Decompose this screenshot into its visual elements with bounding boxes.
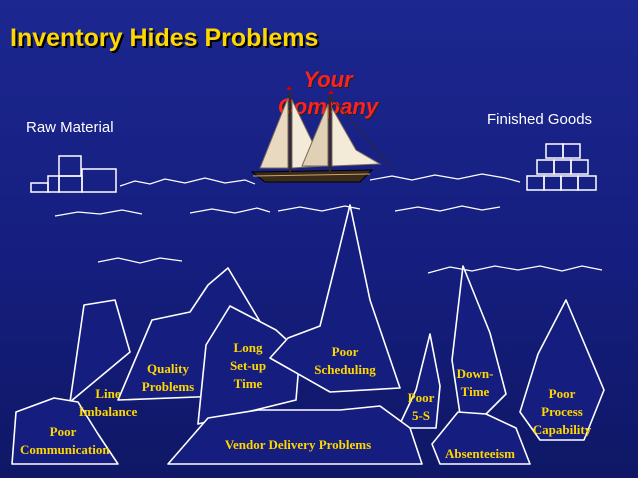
ship-icon (250, 86, 393, 183)
poor-scheduling-label: Poor Scheduling (306, 343, 384, 379)
poor-5s-line1: Poor (407, 390, 435, 405)
raw-box (30, 182, 49, 193)
wave-line (119, 177, 256, 187)
downtime-label: Down- Time (450, 365, 500, 401)
poor-5s-label: Poor 5-S (400, 389, 442, 425)
line-imbalance-line1: Line (95, 386, 121, 401)
poor-communication-line2: Communication (20, 442, 110, 457)
long-setup-time-line2: Set-up (229, 358, 267, 373)
poor-communication-line1: Poor (49, 424, 77, 439)
iceberg-long-setup (197, 305, 301, 425)
raw-box (47, 175, 60, 193)
iceberg-vendor-delivery (167, 405, 423, 465)
poor-scheduling-line2: Scheduling (314, 362, 376, 377)
icebergs (11, 204, 605, 465)
wave-line (427, 265, 603, 274)
long-setup-time-label: Long Set-up Time (220, 339, 276, 393)
vendor-delivery-problems-label: Vendor Delivery Problems (224, 437, 372, 452)
poor-process-capability-line2: Process (541, 404, 583, 419)
raw-box (58, 175, 83, 193)
goods-box (543, 175, 562, 191)
poor-scheduling-line1: Poor (331, 344, 359, 359)
raw-box (81, 168, 117, 193)
goods-box (536, 159, 555, 175)
long-setup-time-line1: Long (233, 340, 263, 355)
iceberg-poor-process-capability (519, 299, 605, 441)
raw-box (58, 155, 82, 177)
wave-line (394, 205, 501, 212)
absenteeism-label: Absenteeism (444, 446, 516, 461)
wave-line (189, 207, 271, 214)
quality-problems-line1: Quality (147, 361, 189, 376)
goods-box (545, 143, 564, 159)
poor-5s-line2: 5-S (411, 408, 431, 423)
downtime-line2: Time (460, 384, 490, 399)
wave-line (54, 209, 143, 217)
your-company-line1: Your (303, 67, 353, 92)
poor-process-capability-label: Poor Process Capability (526, 385, 598, 439)
line-imbalance-line2: Imbalance (78, 404, 138, 419)
iceberg-poor-scheduling (269, 204, 401, 393)
raw-material-label: Raw Material (26, 119, 114, 136)
poor-process-capability-line1: Poor (548, 386, 576, 401)
wave-line (277, 205, 361, 212)
iceberg-line-imbalance (69, 299, 131, 403)
goods-box (562, 143, 581, 159)
slide-title: Inventory Hides Problems (10, 24, 319, 52)
iceberg-poor-5s (397, 333, 441, 429)
raw-material-boxes (30, 155, 117, 193)
quality-problems-line2: Problems (141, 379, 195, 394)
water-surface (54, 173, 603, 274)
wave-line (97, 257, 183, 264)
quality-problems-label: Quality Problems (136, 360, 200, 396)
long-setup-time-line3: Time (233, 376, 263, 391)
goods-box (526, 175, 545, 191)
poor-process-capability-line3: Capability (532, 422, 592, 437)
finished-goods-label: Finished Goods (487, 111, 593, 128)
finished-goods-boxes (526, 143, 597, 191)
wave-line (369, 173, 521, 183)
iceberg-absenteeism (431, 411, 531, 465)
goods-box (553, 159, 572, 175)
goods-box (570, 159, 589, 175)
downtime-line1: Down- (456, 366, 494, 381)
iceberg-poor-communication (11, 397, 119, 465)
line-imbalance-label: Line Imbalance (74, 385, 142, 421)
goods-box (560, 175, 579, 191)
goods-box (577, 175, 597, 191)
poor-communication-label: Poor Communication (20, 423, 110, 459)
